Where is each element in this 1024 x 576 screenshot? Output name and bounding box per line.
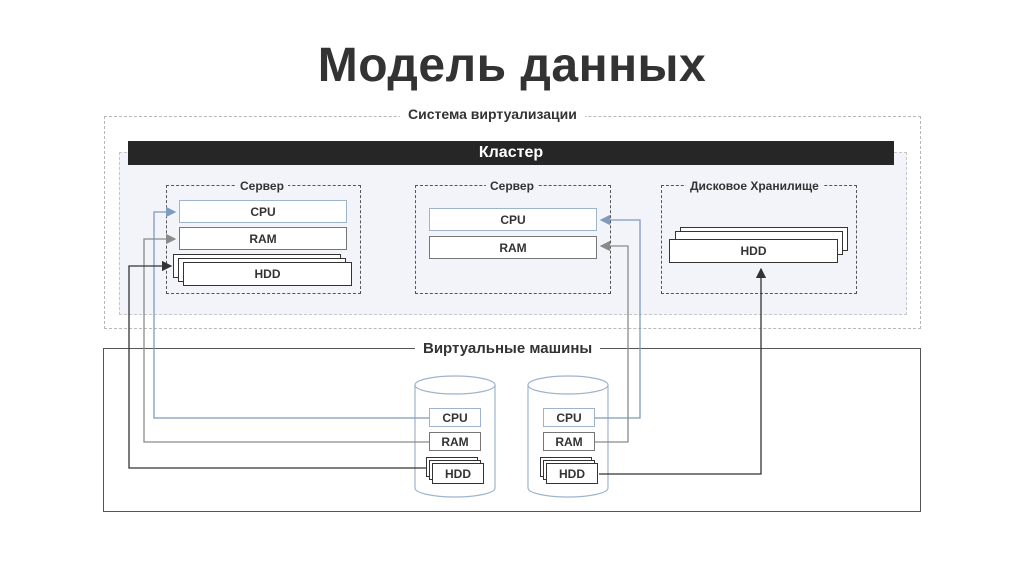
- server-1-cpu: CPU: [179, 200, 347, 223]
- link-vm2-cpu: [594, 214, 641, 419]
- server-1-label: Сервер: [236, 179, 288, 193]
- vm-1-hdd: HDD: [432, 463, 484, 484]
- vm-2-hdd: HDD: [546, 463, 598, 484]
- vm-2-ram: RAM: [543, 432, 595, 451]
- virtualization-label: Система виртуализации: [400, 106, 585, 122]
- server-2-ram: RAM: [429, 236, 597, 259]
- vm-1-cpu: CPU: [429, 408, 481, 427]
- link-vm1-ram: [143, 233, 429, 443]
- server-1-hdd: HDD: [183, 262, 352, 286]
- link-vm2-hdd: [599, 267, 767, 475]
- server-2-cpu: CPU: [429, 208, 597, 231]
- link-vm1-cpu: [153, 206, 429, 419]
- server-2-label: Сервер: [486, 179, 538, 193]
- link-vm2-ram: [594, 240, 629, 443]
- vm-1-ram: RAM: [429, 432, 481, 451]
- link-vm1-hdd: [128, 260, 426, 469]
- cluster-label: Кластер: [128, 141, 894, 165]
- page-title: Модель данных: [317, 39, 707, 92]
- vm-label: Виртуальные машины: [415, 340, 601, 357]
- vm-2-cpu: CPU: [543, 408, 595, 427]
- storage-hdd: HDD: [669, 239, 838, 263]
- storage-label: Дисковое Хранилище: [686, 179, 823, 193]
- server-1-ram: RAM: [179, 227, 347, 250]
